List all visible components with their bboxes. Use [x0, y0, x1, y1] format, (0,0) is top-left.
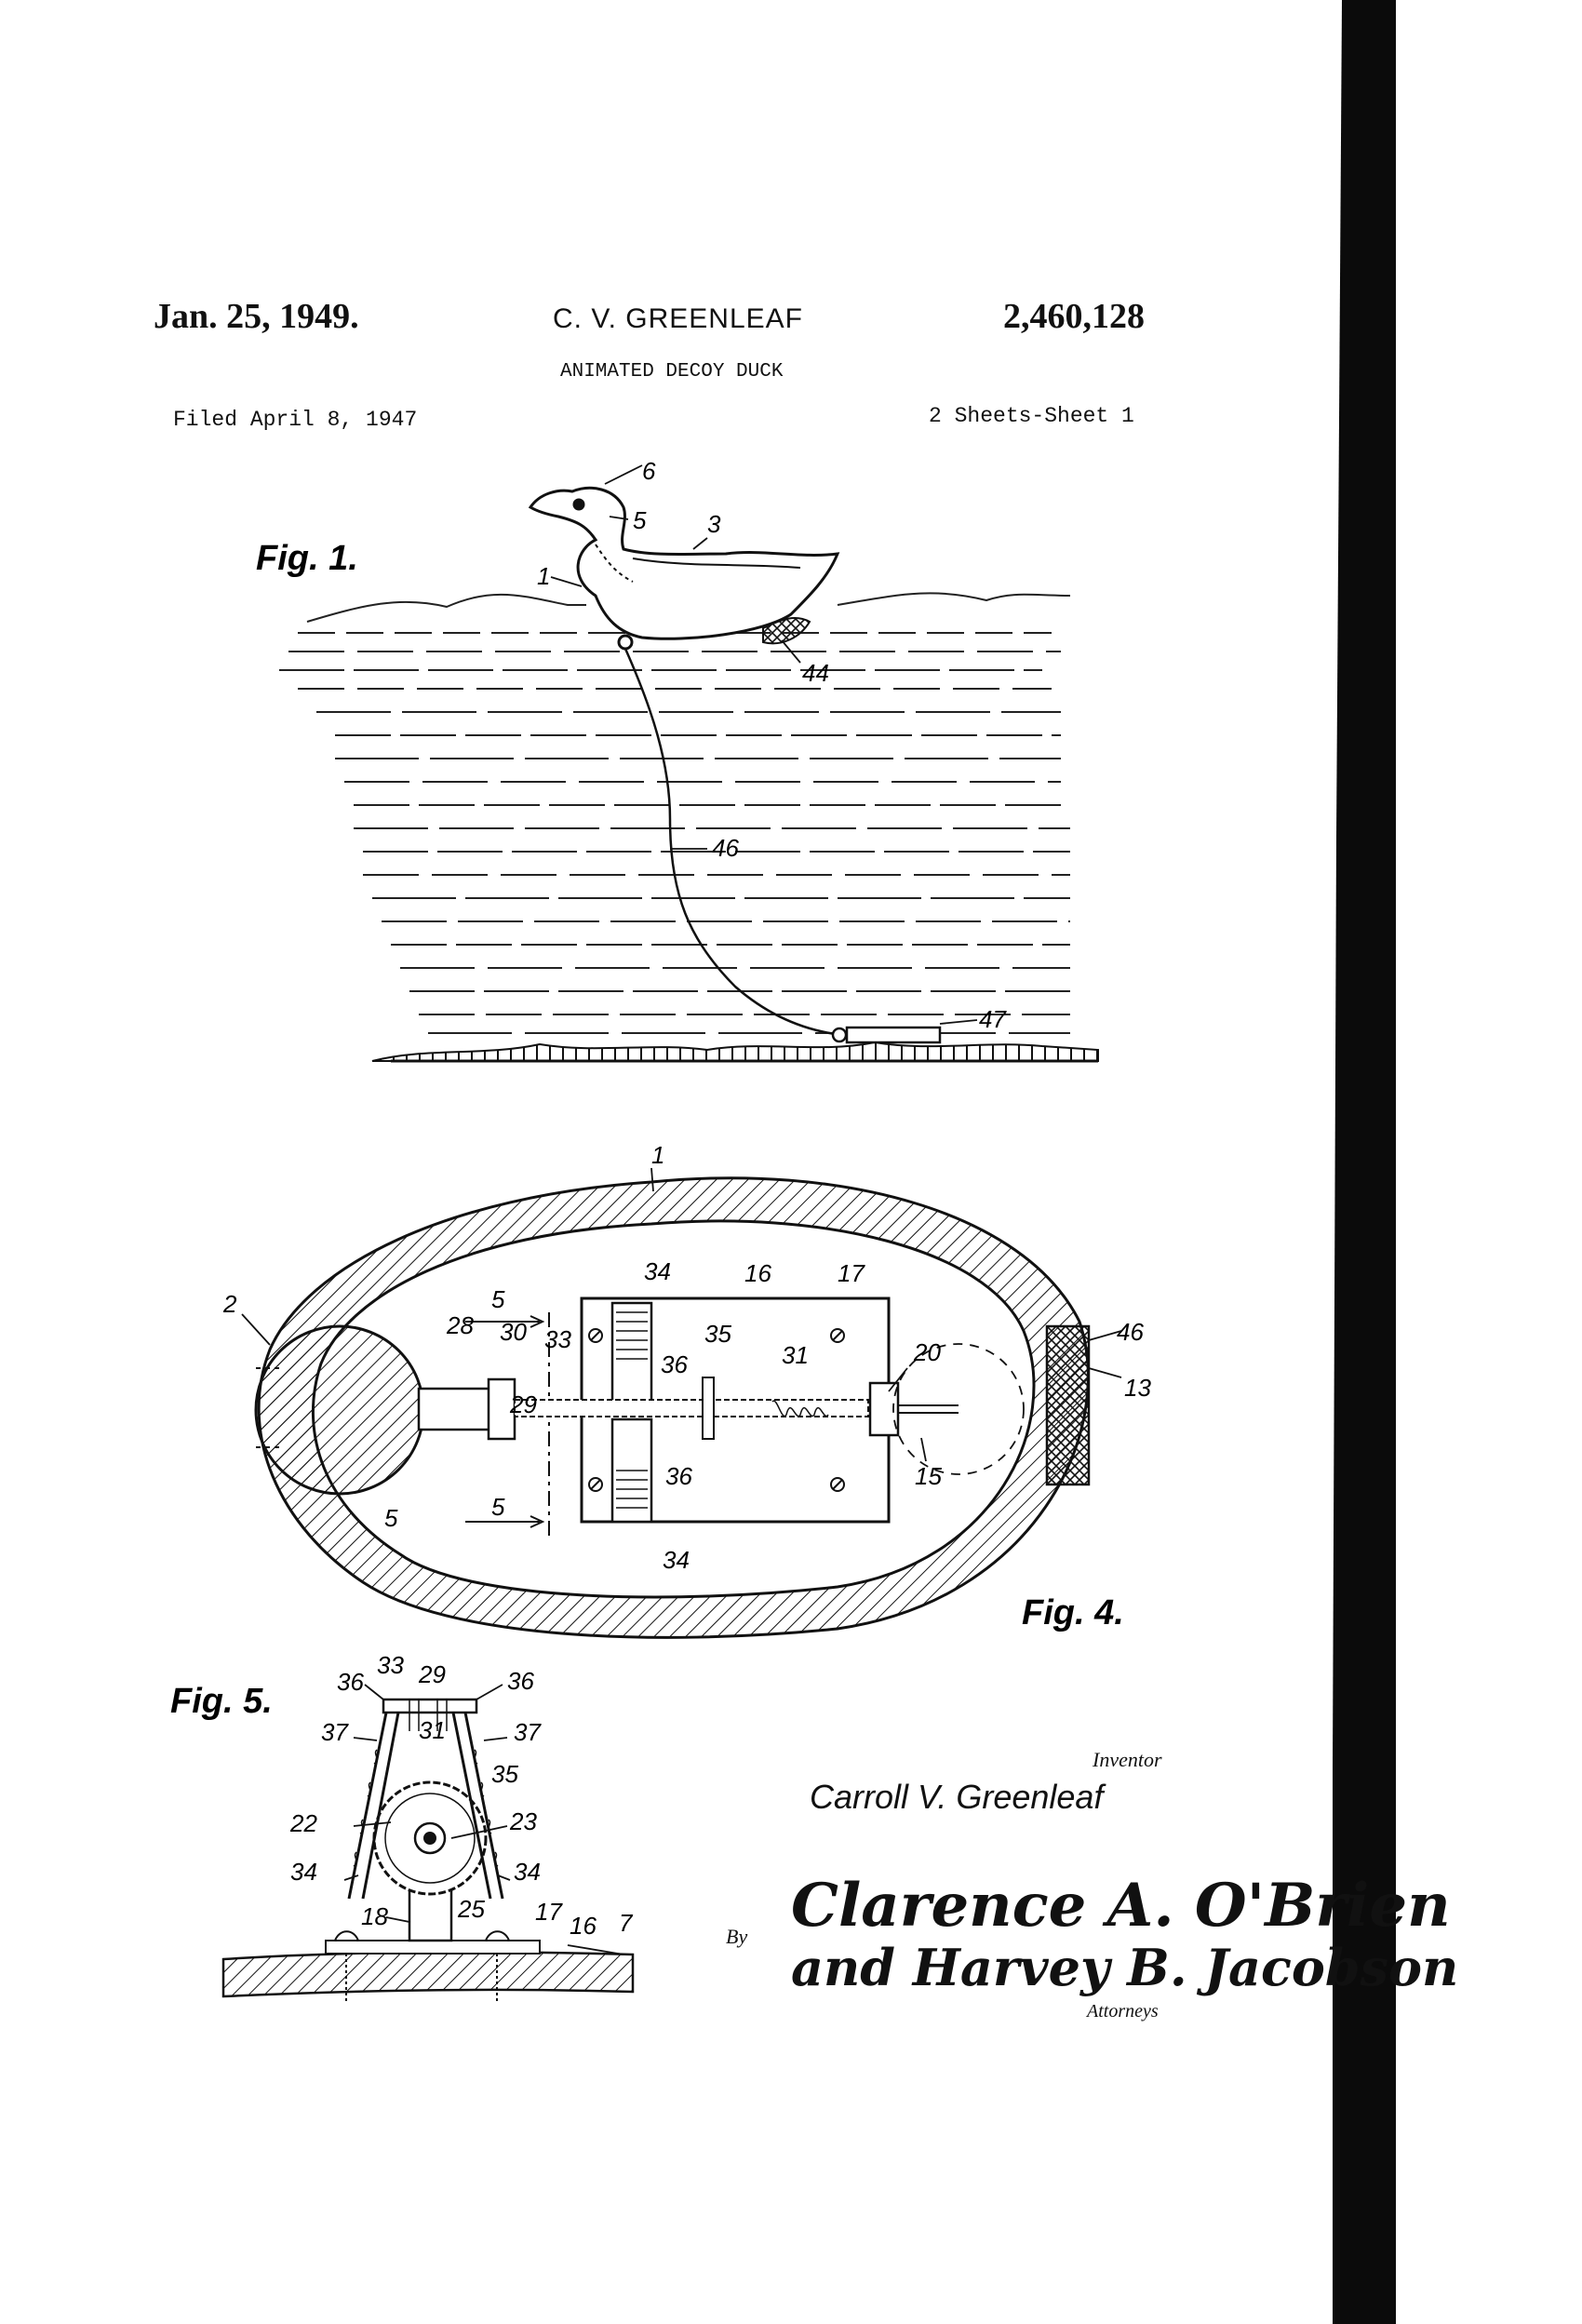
water-lines	[279, 592, 1071, 1034]
fig5-ref-29: 29	[418, 1660, 446, 1688]
fig5-ref-34-right: 34	[514, 1858, 541, 1886]
fig5-ref-31: 31	[419, 1716, 446, 1744]
fig5-ref-23: 23	[509, 1807, 537, 1835]
decoy-duck	[528, 486, 840, 651]
fig4-ref-2: 2	[222, 1290, 237, 1318]
fig5-ref-18: 18	[361, 1902, 388, 1930]
fig4-ref-34-bottom: 34	[663, 1546, 690, 1574]
fig4-ref-5-bottom: 5	[491, 1493, 505, 1521]
fig1-ref-5: 5	[633, 506, 647, 534]
weight-disc	[254, 1324, 425, 1496]
fig4-ref-1: 1	[651, 1141, 664, 1169]
fig5-ref-17: 17	[535, 1898, 563, 1926]
fig1-ref-47: 47	[979, 1005, 1007, 1033]
fig1-ref-44: 44	[802, 659, 829, 687]
fig1-ref-3: 3	[707, 510, 721, 538]
fig5-base	[221, 1951, 635, 1998]
fig4-ref-36-top: 36	[661, 1350, 688, 1378]
inventor-caption: Inventor	[1093, 1748, 1162, 1771]
by-label: By	[726, 1925, 748, 1948]
fig5-ref-7: 7	[619, 1909, 634, 1937]
fig4-ref-33: 33	[544, 1325, 571, 1353]
fig5-ref-25: 25	[457, 1895, 485, 1923]
fig4-ref-16: 16	[744, 1259, 771, 1287]
fig5-ref-22: 22	[289, 1809, 317, 1837]
anchor-line	[623, 648, 843, 1037]
fig4-ref-31: 31	[782, 1341, 809, 1369]
fig4-ref-5-top: 5	[491, 1285, 505, 1313]
scan-edge-border	[1333, 0, 1396, 2324]
patent-date: Jan. 25, 1949.	[154, 297, 359, 336]
fig5-ref-37-left: 37	[321, 1718, 349, 1746]
attorney-signature-1: Clarence A. O'Brien	[791, 1871, 1451, 1941]
lake-bottom	[371, 1041, 1099, 1062]
tail-fin	[1045, 1324, 1091, 1486]
fig1-ref-6: 6	[642, 457, 656, 485]
attorneys-caption: Attorneys	[1087, 2001, 1159, 2022]
invention-title: ANIMATED DECOY DUCK	[560, 361, 784, 383]
fig4-ref-15: 15	[915, 1462, 942, 1490]
fig4-ref-28: 28	[446, 1311, 474, 1339]
fig4-ref-35: 35	[704, 1320, 731, 1348]
fig5-ref-35: 35	[491, 1760, 518, 1788]
fig4-label: Fig. 4.	[1022, 1593, 1124, 1632]
inventor-signature: Carroll V. Greenleaf	[810, 1778, 1104, 1816]
fig4-ref-29: 29	[509, 1390, 537, 1418]
fig5-ref-16: 16	[570, 1912, 597, 1940]
fig5-drawing	[221, 1684, 635, 2001]
anchor	[831, 1026, 942, 1044]
fig4-ref-13: 13	[1124, 1374, 1151, 1402]
fig5-ref-37-right: 37	[514, 1718, 542, 1746]
fig5-label: Fig. 5.	[170, 1682, 273, 1721]
fig4-ref-46: 46	[1117, 1318, 1144, 1346]
fig1-ref-1: 1	[537, 562, 550, 590]
fig1-label: Fig. 1.	[256, 539, 358, 578]
fig4-drawing	[241, 1167, 1122, 1639]
filed-date: Filed April 8, 1947	[173, 408, 418, 432]
fig5-ref-36-left: 36	[337, 1668, 364, 1696]
fig4-ref-36-bottom: 36	[665, 1462, 692, 1490]
fig4-ref-5-disc: 5	[384, 1504, 398, 1532]
fig5-ref-34-left: 34	[290, 1858, 317, 1886]
fig1-drawing	[279, 464, 1099, 1063]
attorney-signature-2: and Harvey B. Jacobson	[791, 1938, 1459, 1997]
fig5-ref-36-right: 36	[507, 1667, 534, 1695]
inventor-name-header: C. V. GREENLEAF	[553, 303, 803, 334]
fig1-ref-46: 46	[712, 834, 739, 862]
sheet-count: 2 Sheets-Sheet 1	[929, 404, 1134, 428]
fig5-ref-33: 33	[377, 1651, 404, 1679]
fig4-ref-34-top: 34	[644, 1257, 671, 1285]
fig4-ref-20: 20	[913, 1338, 941, 1366]
fig4-ref-30: 30	[500, 1318, 527, 1346]
fig4-ref-17: 17	[838, 1259, 865, 1287]
patent-number: 2,460,128	[1003, 297, 1145, 336]
